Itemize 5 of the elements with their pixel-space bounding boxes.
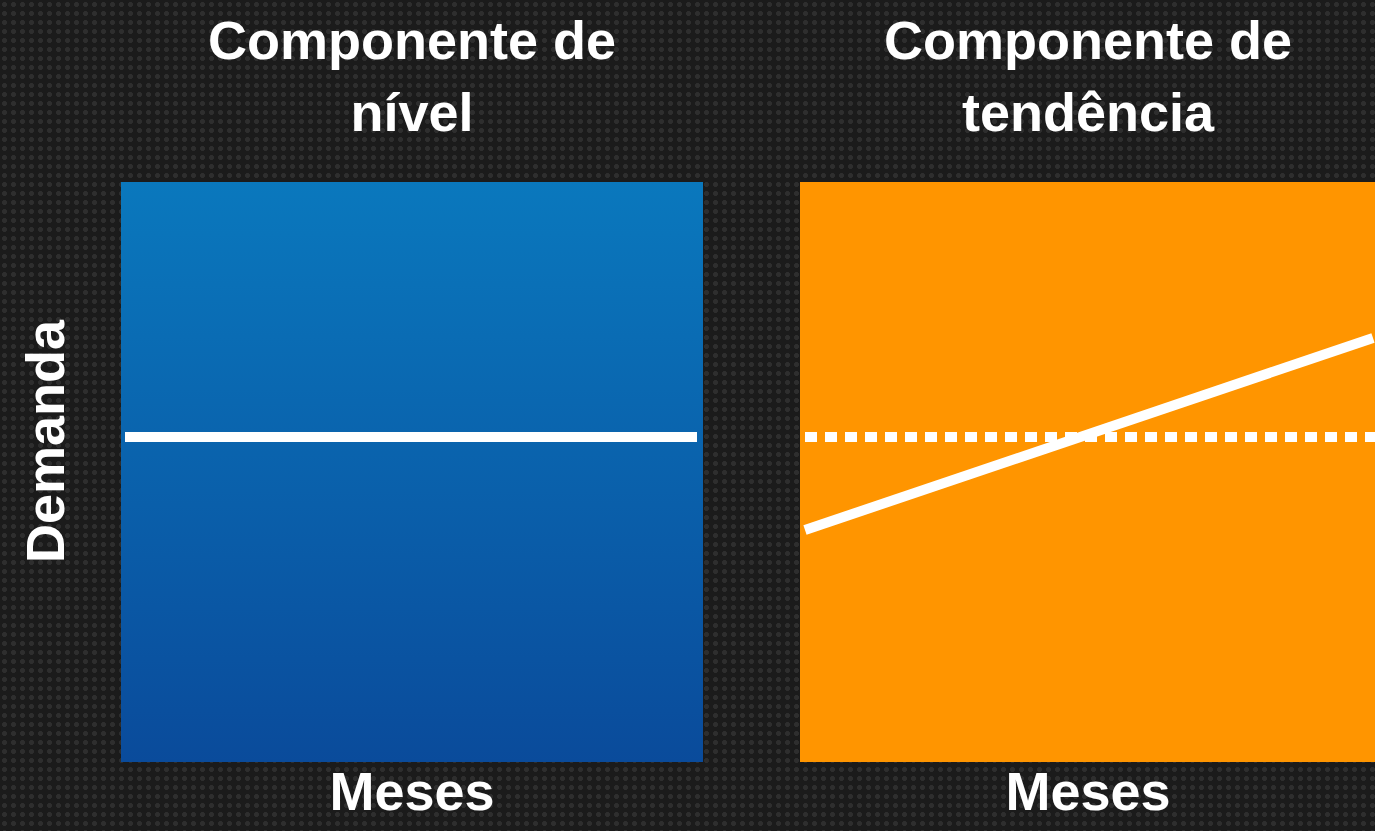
axis-label: Meses — [1004, 760, 1172, 823]
panel-title: Componente de nível — [207, 9, 617, 144]
axis-label: Meses — [328, 760, 496, 823]
axis-label: Demanda — [14, 320, 76, 564]
panel-title: Componente de tendência — [883, 9, 1293, 144]
